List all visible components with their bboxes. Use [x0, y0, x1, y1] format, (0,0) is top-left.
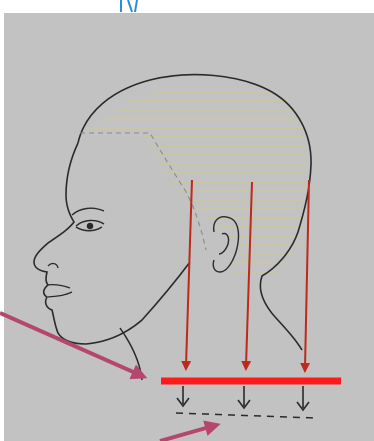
arrow-diagonal-icon [160, 426, 213, 441]
top-mark [121, 0, 137, 12]
hair-shading-lines [92, 92, 308, 272]
arrow-down-icon [246, 182, 252, 366]
lower-drop-arrows [177, 386, 309, 410]
drop-arrows [186, 180, 309, 368]
pointer-arrows [0, 313, 213, 441]
arrow-down-icon [186, 180, 192, 366]
lower-dashed-line [176, 413, 315, 418]
eye-detail [72, 208, 104, 231]
arrow-diagonal-icon [0, 313, 140, 375]
nostril-detail [48, 264, 58, 268]
ear-outline [213, 217, 238, 272]
lips-detail [47, 285, 72, 297]
arrow-down-icon [305, 180, 309, 368]
head-outline [78, 75, 311, 350]
hairline-guide [80, 133, 206, 250]
